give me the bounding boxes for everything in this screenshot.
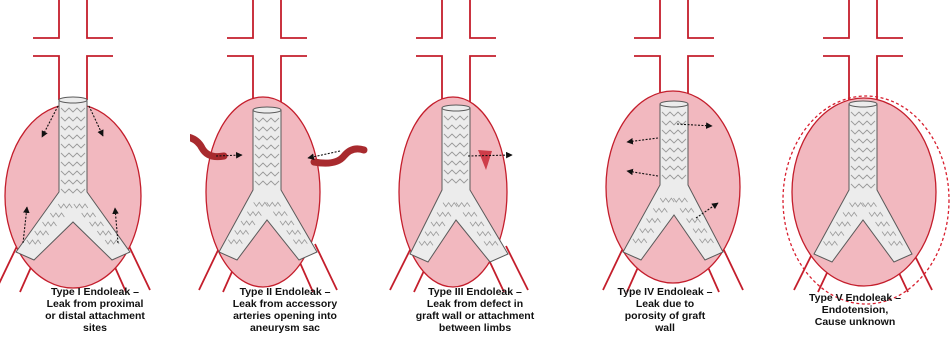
graft-top-rim — [59, 97, 87, 103]
aorta-wall-left — [227, 0, 253, 38]
panel-type-1: Type I Endoleak – Leak from proximal or … — [0, 0, 190, 342]
aorta-wall-left — [634, 0, 660, 38]
panel-type-3: Type III Endoleak – Leak from defect in … — [380, 0, 570, 342]
iliac-left-outer — [0, 244, 18, 290]
renal-branch-right — [87, 56, 113, 100]
iliac-right-outer — [315, 244, 337, 290]
graft-top-rim — [442, 105, 470, 111]
iliac-left-outer — [603, 244, 625, 290]
aorta-wall-right — [470, 0, 496, 38]
aorta-wall-right — [877, 0, 903, 38]
renal-branch-right — [877, 56, 903, 104]
caption-type-3: Type III Endoleak – Leak from defect in … — [380, 286, 570, 334]
caption-type-5: Type V Endoleak – Endotension, Cause unk… — [760, 292, 950, 328]
iliac-left-outer — [390, 246, 412, 290]
aorta-wall-right — [87, 0, 113, 38]
panel-type-5: Type V Endoleak – Endotension, Cause unk… — [760, 0, 950, 342]
graft-top-rim — [660, 101, 688, 107]
iliac-right-outer — [721, 244, 743, 290]
panel-type-4: Type IV Endoleak – Leak due to porosity … — [570, 0, 760, 342]
aorta-wall-right — [281, 0, 307, 38]
aorta-wall-left — [33, 0, 59, 38]
renal-branch-right — [470, 56, 496, 108]
aorta-wall-right — [688, 0, 714, 38]
caption-type-4: Type IV Endoleak – Leak due to porosity … — [570, 286, 760, 334]
type-5-illustration — [760, 0, 950, 342]
renal-branch-left — [823, 56, 849, 104]
caption-type-1: Type I Endoleak – Leak from proximal or … — [0, 286, 190, 334]
graft-top-rim — [849, 101, 877, 107]
graft-top-rim — [253, 107, 281, 113]
aorta-wall-left — [823, 0, 849, 38]
renal-branch-left — [33, 56, 59, 100]
panel-type-2: Type II Endoleak – Leak from accessory a… — [190, 0, 380, 342]
iliac-right-outer — [128, 244, 150, 290]
aorta-wall-left — [416, 0, 442, 38]
renal-branch-right — [281, 56, 307, 110]
iliac-right-outer — [506, 246, 528, 290]
caption-type-2: Type II Endoleak – Leak from accessory a… — [190, 286, 380, 334]
